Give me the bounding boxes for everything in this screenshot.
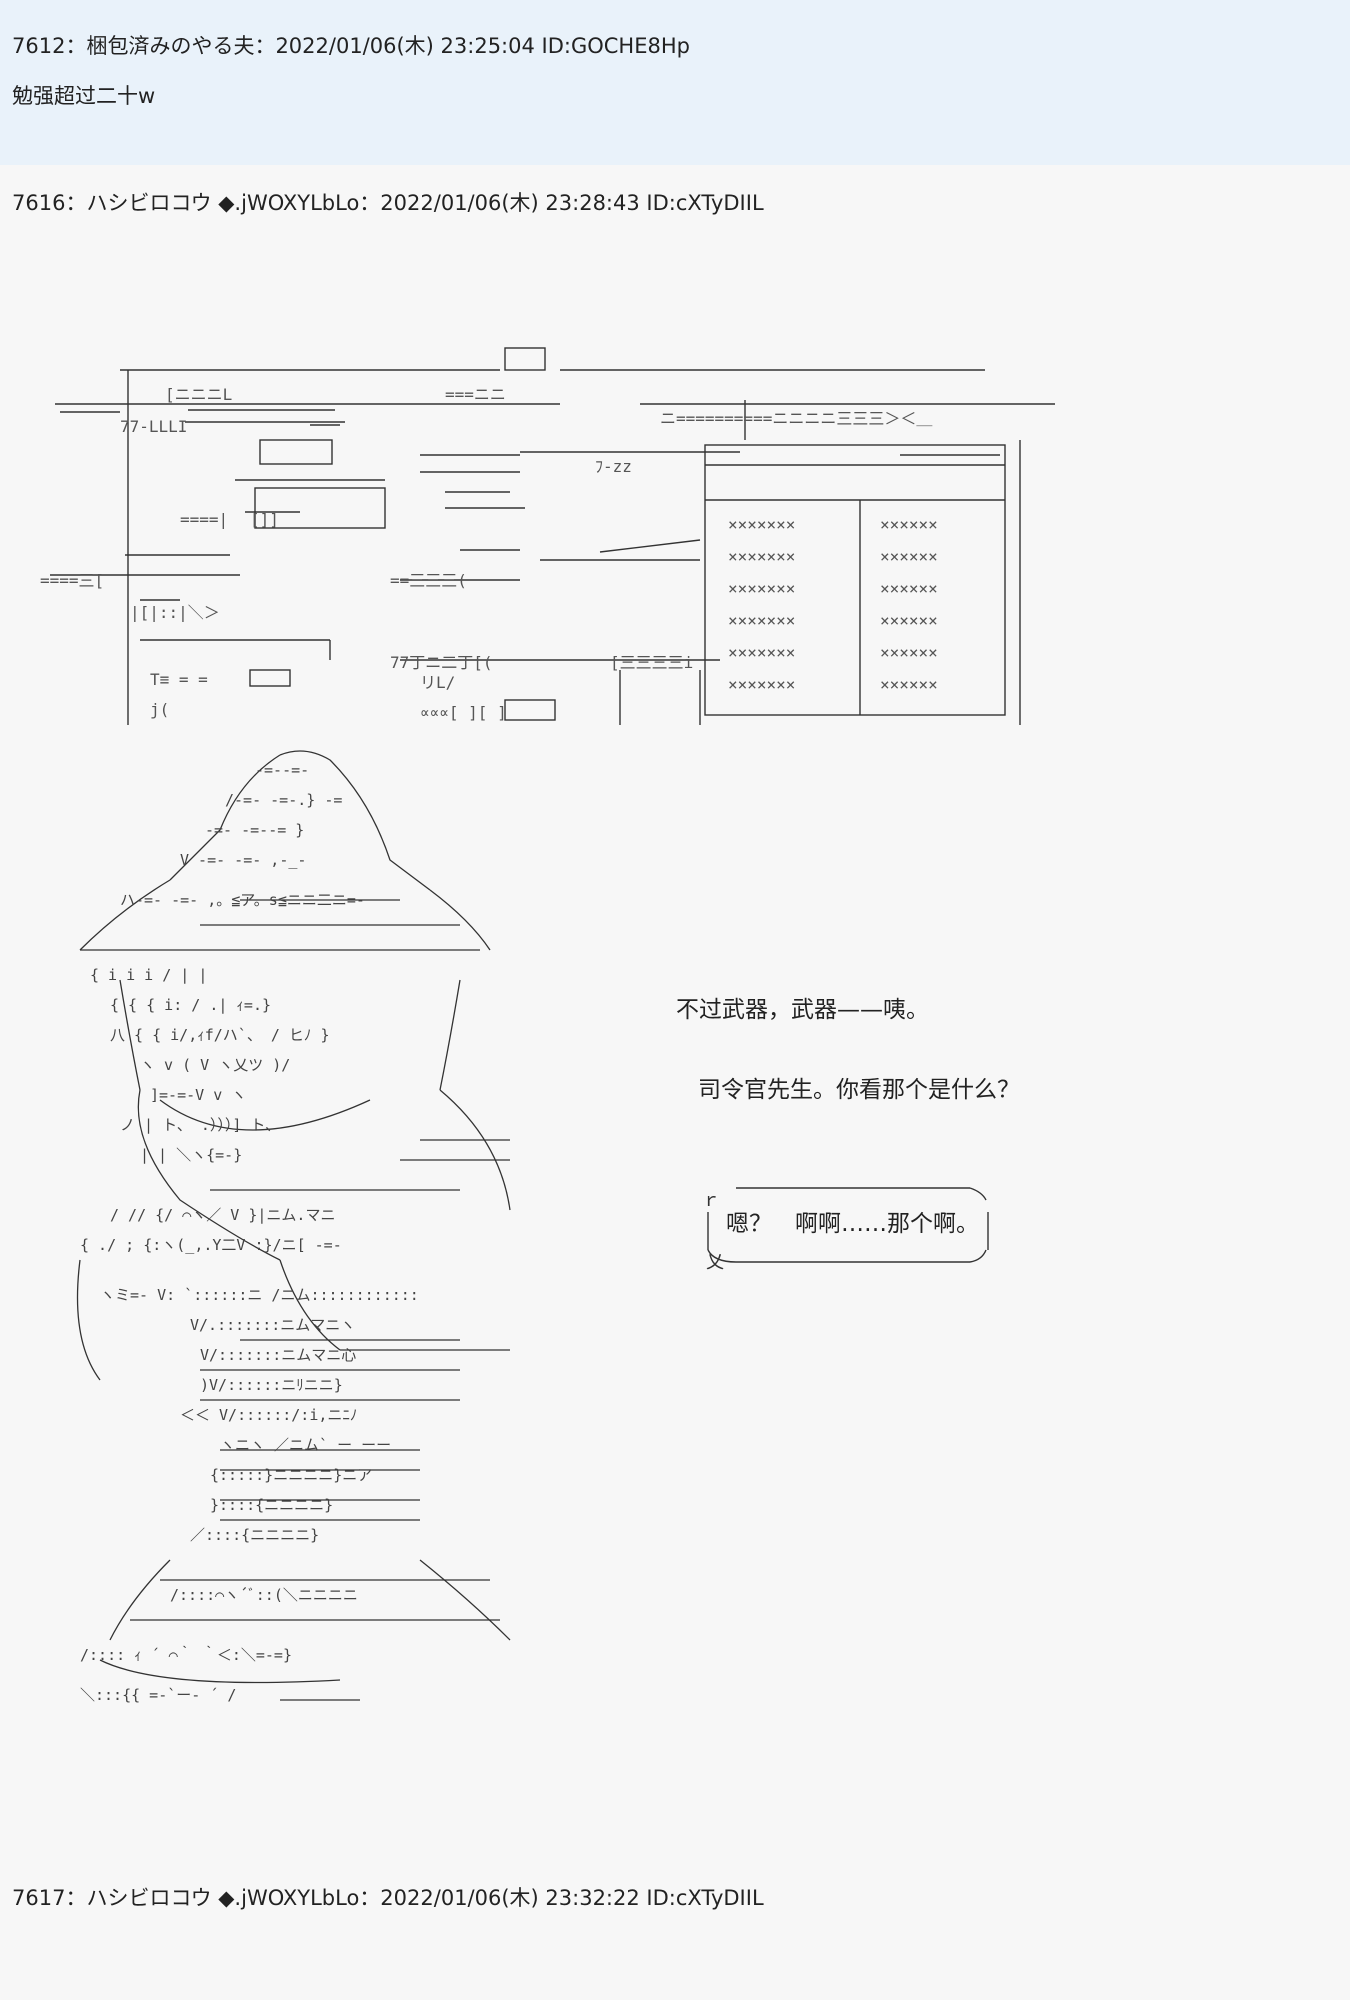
dialogue-line-1: 不过武器，武器——咦。 (676, 997, 929, 1023)
post-body: 勉强超过二十w (12, 84, 156, 108)
post-header: 7612：梱包済みのやる夫：2022/01/06(木) 23:25:04 ID:… (12, 34, 690, 58)
svg-text:ヽミ=- V: `::::::ニ /ニム:::::::: ヽミ=- V: `::::::ニ /ニム:::::::::::: (100, 1286, 419, 1304)
svg-text:××××××: ×××××× (880, 675, 938, 694)
svg-text:ｒ: ｒ (702, 1190, 720, 1211)
svg-text:-=- -=--= }: -=- -=--= } (205, 821, 304, 839)
svg-text:××××××: ×××××× (880, 579, 938, 598)
svg-text:j(: j( (150, 700, 169, 719)
svg-text:/-=- -=-.} -=: /-=- -=-.} -= (225, 791, 342, 809)
svg-text:＜＜ V/::::::/:i,ニﾆﾉ: ＜＜ V/::::::/:i,ニﾆﾉ (180, 1406, 357, 1424)
post-header: 7616：ハシビロコウ ◆.jWOXYLbLo：2022/01/06(木) 23… (12, 191, 764, 215)
svg-text:∝∝∝[ ][ ]: ∝∝∝[ ][ ] (420, 703, 507, 722)
svg-text:====|: ====| (180, 510, 228, 529)
svg-text:×××××××: ××××××× (728, 611, 795, 630)
svg-text:==三三三(: ==三三三( (390, 571, 467, 590)
speech-bubble-text: 嗯？ 啊啊……那个啊。 (726, 1211, 979, 1237)
svg-text:V/.:::::::ニムマニヽ: V/.:::::::ニムマニヽ (190, 1316, 355, 1334)
svg-text:ﾌ-zz: ﾌ-zz (595, 457, 632, 476)
svg-text:／::::{ニニニニ}: ／::::{ニニニニ} (190, 1526, 319, 1544)
svg-text:リL/: リL/ (420, 673, 455, 692)
svg-text:/:::: ｨ ´ ⌒｀ ｀＜:＼=-=}: /:::: ｨ ´ ⌒｀ ｀＜:＼=-=} (80, 1645, 292, 1664)
svg-text:V -=- -=- ,-_-: V -=- -=- ,-_- (180, 851, 306, 869)
svg-text:77丁ニ二丁[(: 77丁ニ二丁[( (390, 653, 493, 672)
svg-text:×××××××: ××××××× (728, 675, 795, 694)
svg-text:===ニニ: ===ニニ (445, 385, 506, 404)
svg-text:××××××: ×××××× (880, 515, 938, 534)
dialogue-line-2: 司令官先生。你看那个是什么？ (698, 1077, 1020, 1103)
svg-text:××××××: ×××××× (880, 643, 938, 662)
post-7612: 7612：梱包済みのやる夫：2022/01/06(木) 23:25:04 ID:… (0, 0, 1350, 165)
svg-text:)V/::::::ニﾘニニ}: )V/::::::ニﾘニニ} (200, 1376, 343, 1394)
svg-text:××××××: ×××××× (880, 547, 938, 566)
svg-text:ハ-=- -=- ,。≦ア。s≦ニニ二ニ=-: ハ-=- -=- ,。≦ア。s≦ニニ二ニ=- (120, 891, 365, 909)
svg-text:×××××××: ××××××× (728, 579, 795, 598)
svg-text:}::::{ニニニニ}: }::::{ニニニニ} (210, 1496, 333, 1514)
svg-text:[ニニニL: [ニニニL (165, 385, 232, 404)
svg-text:/::::⌒ヽ´ﾞ::(＼ニニニニ: /::::⌒ヽ´ﾞ::(＼ニニニニ (170, 1586, 358, 1604)
svg-text:{ ./ ; {:ヽ(_,.Y二V :}/ニ[ -=-: { ./ ; {:ヽ(_,.Y二V :}/ニ[ -=- (80, 1236, 342, 1254)
svg-text:八 { { i/,ｨf/ハ`、 / ヒﾉ }: 八 { { i/,ｨf/ハ`、 / ヒﾉ } (110, 1026, 330, 1044)
svg-text:/ // {/ ⌒ヽ／ V }|ニム.マニ: / // {/ ⌒ヽ／ V }|ニム.マニ (110, 1206, 335, 1224)
svg-text:|[|::|＼＞: |[|::|＼＞ (130, 603, 220, 622)
ascii-art-character: -=--=- /-=- -=-.} -= -=- -=--= } V -=- -… (76, 750, 511, 1704)
svg-text:××××××: ×××××× (880, 611, 938, 630)
svg-text:| | ＼ヽ{=-}: | | ＼ヽ{=-} (140, 1146, 242, 1164)
speech-bubble: ｒ 乂 (702, 1187, 989, 1273)
svg-text:T≡ = =: T≡ = = (150, 670, 208, 689)
svg-text:×××××××: ××××××× (728, 515, 795, 534)
svg-text:77-LLLI: 77-LLLI (120, 417, 187, 436)
svg-text:V/:::::::ニムマニ心: V/:::::::ニムマニ心 (200, 1346, 356, 1364)
svg-text:-=--=-: -=--=- (255, 761, 309, 779)
svg-text:{ i i i / | |: { i i i / | | (90, 966, 207, 984)
svg-text:[]]: []] (250, 510, 279, 529)
svg-text:×××××××: ××××××× (728, 643, 795, 662)
ascii-art-warehouse: ××××××× ×××××× ××××××× ×××××× ××××××× ××… (40, 347, 1055, 725)
svg-text:ニ==========ニニニニ三三三＞＜＿: ニ==========ニニニニ三三三＞＜＿ (660, 409, 932, 428)
svg-text:＼:::{{ =-`ー- ´ /: ＼:::{{ =-`ー- ´ / (80, 1686, 236, 1704)
svg-text:]=-=-V v ヽ: ]=-=-V v ヽ (150, 1086, 246, 1104)
svg-text:ノ | ト、 .）））] ト、: ノ | ト、 .）））] ト、 (120, 1116, 280, 1134)
svg-text:====三[: ====三[ (40, 571, 104, 590)
svg-text:乂: 乂 (706, 1252, 724, 1273)
svg-text:ヽ v ( V ヽ乂ツ )/: ヽ v ( V ヽ乂ツ )/ (140, 1056, 290, 1074)
post-header: 7617：ハシビロコウ ◆.jWOXYLbLo：2022/01/06(木) 23… (12, 1886, 764, 1910)
svg-text:×××××××: ××××××× (728, 547, 795, 566)
svg-text:{:::::}ニニニニ}ニア: {:::::}ニニニニ}ニア (210, 1466, 372, 1484)
svg-text:[三三三三i: [三三三三i (610, 653, 693, 672)
svg-text:{ { { i: / .| ｨ=: { { { i: / .| ｨ=.} (110, 996, 271, 1014)
svg-text:ヽニヽ ／ニム` ー ーー: ヽニヽ ／ニム` ー ーー (220, 1436, 391, 1454)
